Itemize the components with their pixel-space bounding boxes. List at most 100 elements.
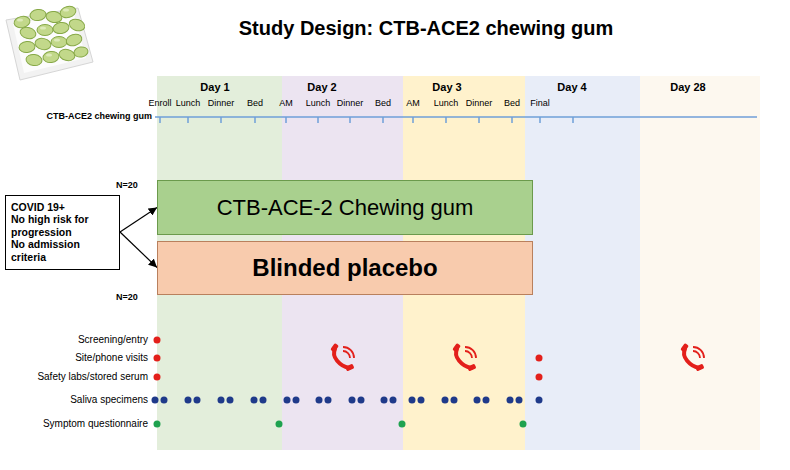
day-label: Day 1 xyxy=(200,81,229,94)
visit-dot xyxy=(154,355,161,362)
gum-tablet xyxy=(19,26,37,41)
saliva-dot xyxy=(536,397,543,404)
time-point: Dinner xyxy=(466,98,493,109)
node-text: Blinded placebo xyxy=(166,254,524,282)
questionnaire-dot xyxy=(154,421,161,428)
timeline-label: CTB-ACE2 chewing gum xyxy=(46,111,152,122)
gum-tablet xyxy=(34,37,52,51)
diagram-title: Study Design: CTB-ACE2 chewing gum xyxy=(239,16,613,40)
day-label: Day 28 xyxy=(670,81,705,94)
treatment-arm-box: CTB-ACE-2 Chewing gum xyxy=(157,180,533,235)
time-point: Dinner xyxy=(208,98,235,109)
node-text: CTB-ACE-2 Chewing gum xyxy=(166,195,524,221)
node-text: No high risk for progression xyxy=(11,213,111,238)
gum-tablet xyxy=(65,32,84,47)
visit-dot xyxy=(154,337,161,344)
time-point: Enroll xyxy=(148,98,171,109)
dish-inner xyxy=(13,14,86,73)
phone-icon xyxy=(452,343,476,372)
day-label: Day 3 xyxy=(432,81,461,94)
saliva-dot xyxy=(409,397,416,404)
axis-tick xyxy=(511,117,513,123)
saliva-dot xyxy=(260,397,267,404)
saliva-dot xyxy=(251,397,258,404)
red-dots xyxy=(154,337,543,381)
arrow-connector xyxy=(120,232,157,268)
saliva-dot xyxy=(293,397,300,404)
tablet-shine xyxy=(63,8,69,11)
saliva-dot xyxy=(390,397,397,404)
day-label: Day 4 xyxy=(557,81,586,94)
time-point: AM xyxy=(279,98,293,109)
axis-tick xyxy=(412,117,414,123)
saliva-dot xyxy=(418,397,425,404)
day-label: Day 2 xyxy=(307,81,336,94)
gum-tablet xyxy=(73,46,89,58)
saliva-dot xyxy=(358,397,365,404)
time-point: AM xyxy=(406,98,420,109)
axis-tick xyxy=(478,117,480,123)
time-point: Lunch xyxy=(306,98,331,109)
row-label: Saliva specimens xyxy=(70,394,148,406)
visit-dot xyxy=(536,374,543,381)
saliva-dot xyxy=(349,397,356,404)
saliva-dot xyxy=(227,397,234,404)
questionnaire-dot xyxy=(276,421,283,428)
axis-tick xyxy=(572,117,574,123)
gum-tablet xyxy=(29,8,46,21)
visit-dot xyxy=(536,355,543,362)
saliva-dot xyxy=(516,397,523,404)
axis-tick xyxy=(159,117,161,123)
tablet-shine xyxy=(54,38,60,41)
questionnaire-dot xyxy=(399,421,406,428)
time-point: Dinner xyxy=(337,98,364,109)
gum-tablet xyxy=(42,50,59,63)
visit-dot xyxy=(154,374,161,381)
saliva-dot xyxy=(325,397,332,404)
saliva-dot xyxy=(381,397,388,404)
time-point: Final xyxy=(530,98,550,109)
day-band xyxy=(525,76,640,450)
dish xyxy=(6,8,93,80)
saliva-dot xyxy=(507,397,514,404)
axis-line xyxy=(155,116,757,118)
axis-tick xyxy=(187,117,189,123)
saliva-dot xyxy=(161,397,168,404)
gum-tablet xyxy=(52,21,70,35)
time-point: Lunch xyxy=(434,98,459,109)
saliva-dot xyxy=(194,397,201,404)
questionnaire-dot xyxy=(520,421,527,428)
row-label: Safety labs/stored serum xyxy=(37,371,148,383)
gum-tablet xyxy=(68,17,87,33)
day-bands xyxy=(157,76,760,450)
placebo-arm-box: Blinded placebo xyxy=(157,241,533,295)
axis-tick xyxy=(220,117,222,123)
saliva-dot xyxy=(483,397,490,404)
row-label: Screening/entry xyxy=(78,334,148,346)
arrow-connector xyxy=(120,208,157,233)
time-point: Bed xyxy=(504,98,520,109)
gum-tablet xyxy=(51,37,67,48)
axis-tick xyxy=(317,117,319,123)
axis-tick xyxy=(254,117,256,123)
axis-tick xyxy=(382,117,384,123)
node-text: No admission criteria xyxy=(11,238,111,263)
saliva-dot xyxy=(451,397,458,404)
gum-tablet xyxy=(37,25,53,36)
tablet-shine xyxy=(17,18,23,21)
tablet-shine xyxy=(46,53,52,56)
gum-tablet xyxy=(58,48,76,63)
group-size: N=20 xyxy=(116,292,138,303)
node-text: COVID 19+ xyxy=(11,201,111,214)
tablet-shine xyxy=(40,26,46,29)
gum-tablet xyxy=(59,5,77,20)
gum-photo xyxy=(6,5,93,80)
saliva-dot xyxy=(218,397,225,404)
saliva-dots xyxy=(152,397,543,404)
axis-tick xyxy=(539,117,541,123)
axis-tick xyxy=(349,117,351,123)
gum-tablet xyxy=(25,53,42,66)
row-label: Symptom questionnaire xyxy=(43,418,148,430)
questionnaire-dots xyxy=(154,421,527,428)
phone-icon xyxy=(330,343,354,372)
